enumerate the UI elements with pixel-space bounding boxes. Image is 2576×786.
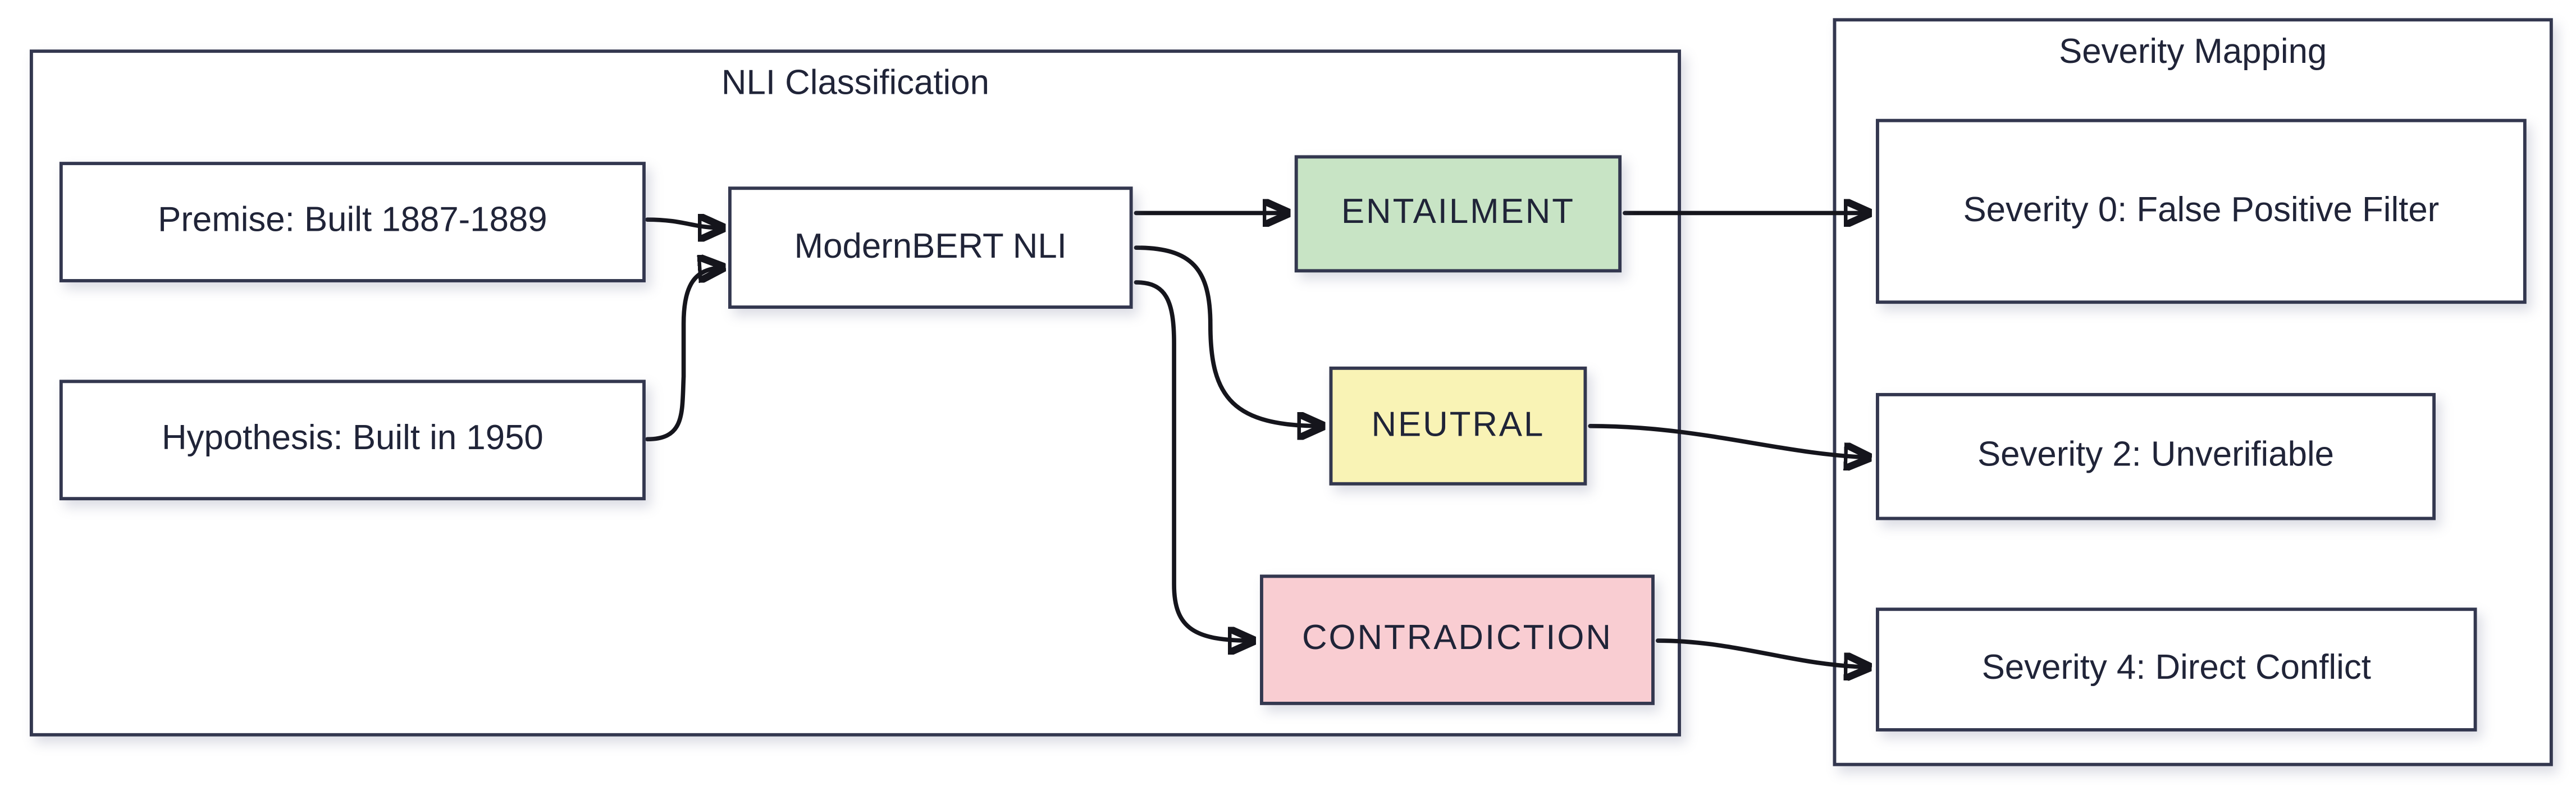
group-title-severity: Severity Mapping bbox=[2059, 33, 2327, 71]
node-neutral: NEUTRAL bbox=[1329, 366, 1587, 486]
node-contradiction: CONTRADICTION bbox=[1260, 574, 1655, 705]
node-hypothesis: Hypothesis: Built in 1950 bbox=[59, 380, 646, 501]
node-premise: Premise: Built 1887-1889 bbox=[59, 162, 646, 282]
node-entailment: ENTAILMENT bbox=[1294, 155, 1622, 273]
node-severity-4: Severity 4: Direct Conflict bbox=[1876, 607, 2477, 732]
node-severity-2: Severity 2: Unverifiable bbox=[1876, 392, 2436, 520]
group-title-nli: NLI Classification bbox=[721, 64, 989, 103]
node-severity-0: Severity 0: False Positive Filter bbox=[1876, 118, 2527, 304]
node-modernbert-nli: ModernBERT NLI bbox=[728, 186, 1133, 309]
